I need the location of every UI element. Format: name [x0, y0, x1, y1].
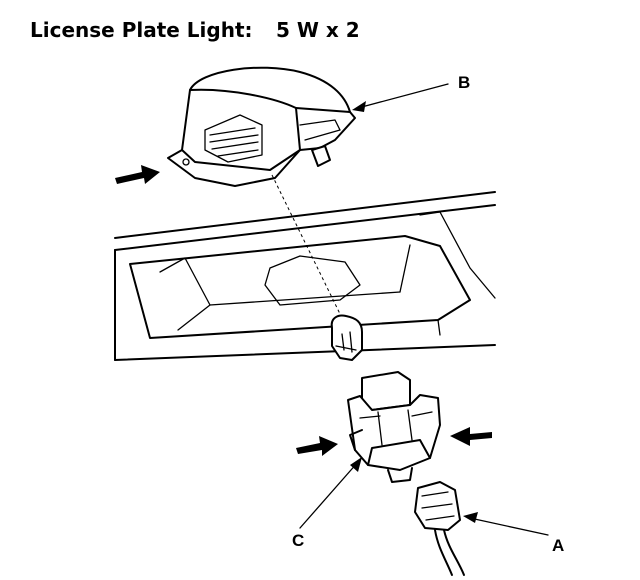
bulb	[330, 314, 363, 361]
press-arrow-socket-right	[450, 427, 492, 446]
leader-b	[352, 83, 449, 112]
callout-a: A	[552, 536, 564, 555]
lens-housing	[167, 66, 356, 187]
trunk-panel	[114, 191, 496, 361]
press-arrow-housing	[115, 165, 160, 184]
lens-grille	[204, 114, 263, 163]
connector	[414, 481, 465, 576]
press-arrow-socket-left	[296, 436, 338, 456]
title-label: License Plate Light:	[30, 18, 253, 42]
title-value: 5 W x 2	[276, 18, 360, 42]
callout-c: C	[292, 531, 304, 550]
callout-b: B	[458, 73, 470, 92]
leader-a	[463, 512, 549, 536]
leader-c	[299, 457, 362, 529]
alignment-line	[271, 174, 343, 319]
bulb-socket	[347, 371, 441, 483]
